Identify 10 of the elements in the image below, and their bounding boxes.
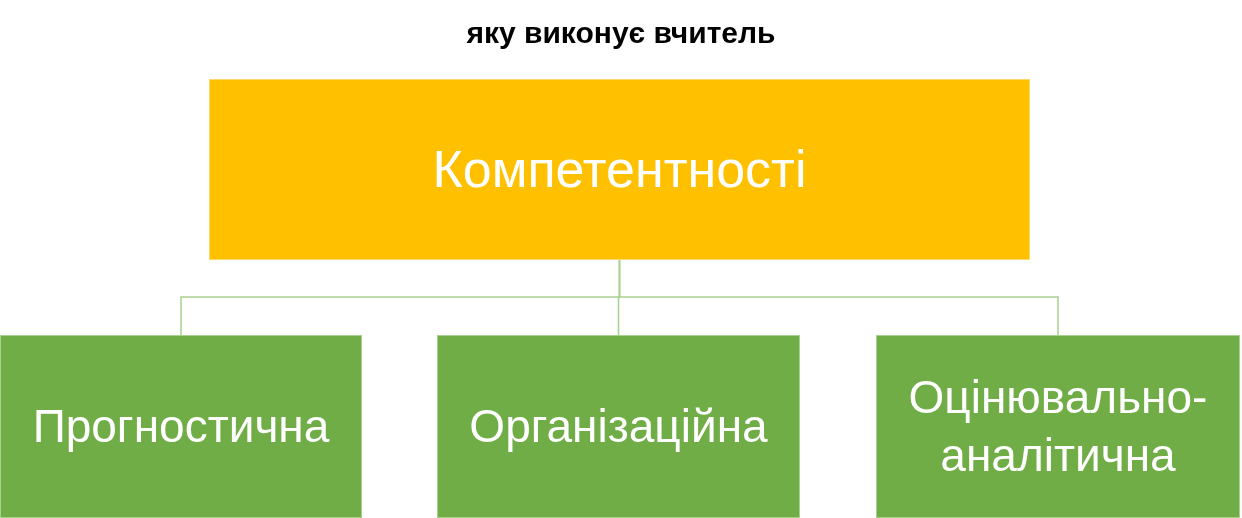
box-label: Оцінювально- аналітична — [907, 370, 1209, 483]
competence-box — [0, 335, 362, 518]
diagram-title: яку виконує вчитель — [465, 15, 777, 51]
competence-box — [437, 335, 800, 518]
box-label: Прогностична — [32, 398, 330, 454]
connector-line — [618, 259, 1059, 336]
box-label: Організаційна — [469, 398, 768, 454]
box-label: Компетентності — [432, 139, 807, 200]
category-box — [209, 79, 1030, 260]
competence-box — [876, 335, 1240, 518]
